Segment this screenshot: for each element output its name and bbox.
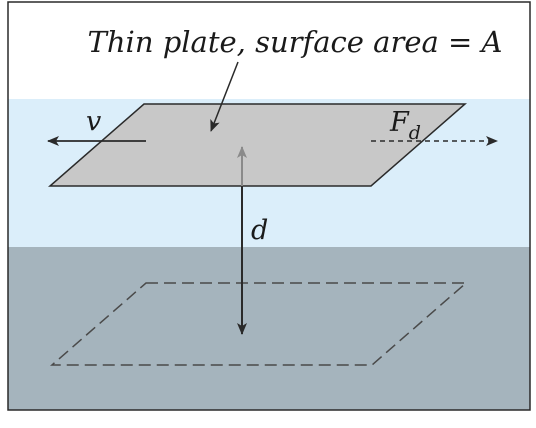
plate-pointer-arrow — [210, 61, 239, 132]
thin-plate — [47, 103, 468, 187]
lower-fluid-layer — [8, 247, 530, 410]
distance-label: d — [251, 215, 268, 246]
drag-force-label: Fd — [389, 107, 421, 144]
air-region — [8, 2, 530, 99]
plate-label: Thin plate, surface area = A — [88, 25, 503, 59]
frame-border — [7, 1, 531, 411]
drag-force-subscript: d — [409, 122, 421, 144]
drag-force-symbol: F — [389, 107, 410, 138]
velocity-label: v — [86, 106, 101, 137]
